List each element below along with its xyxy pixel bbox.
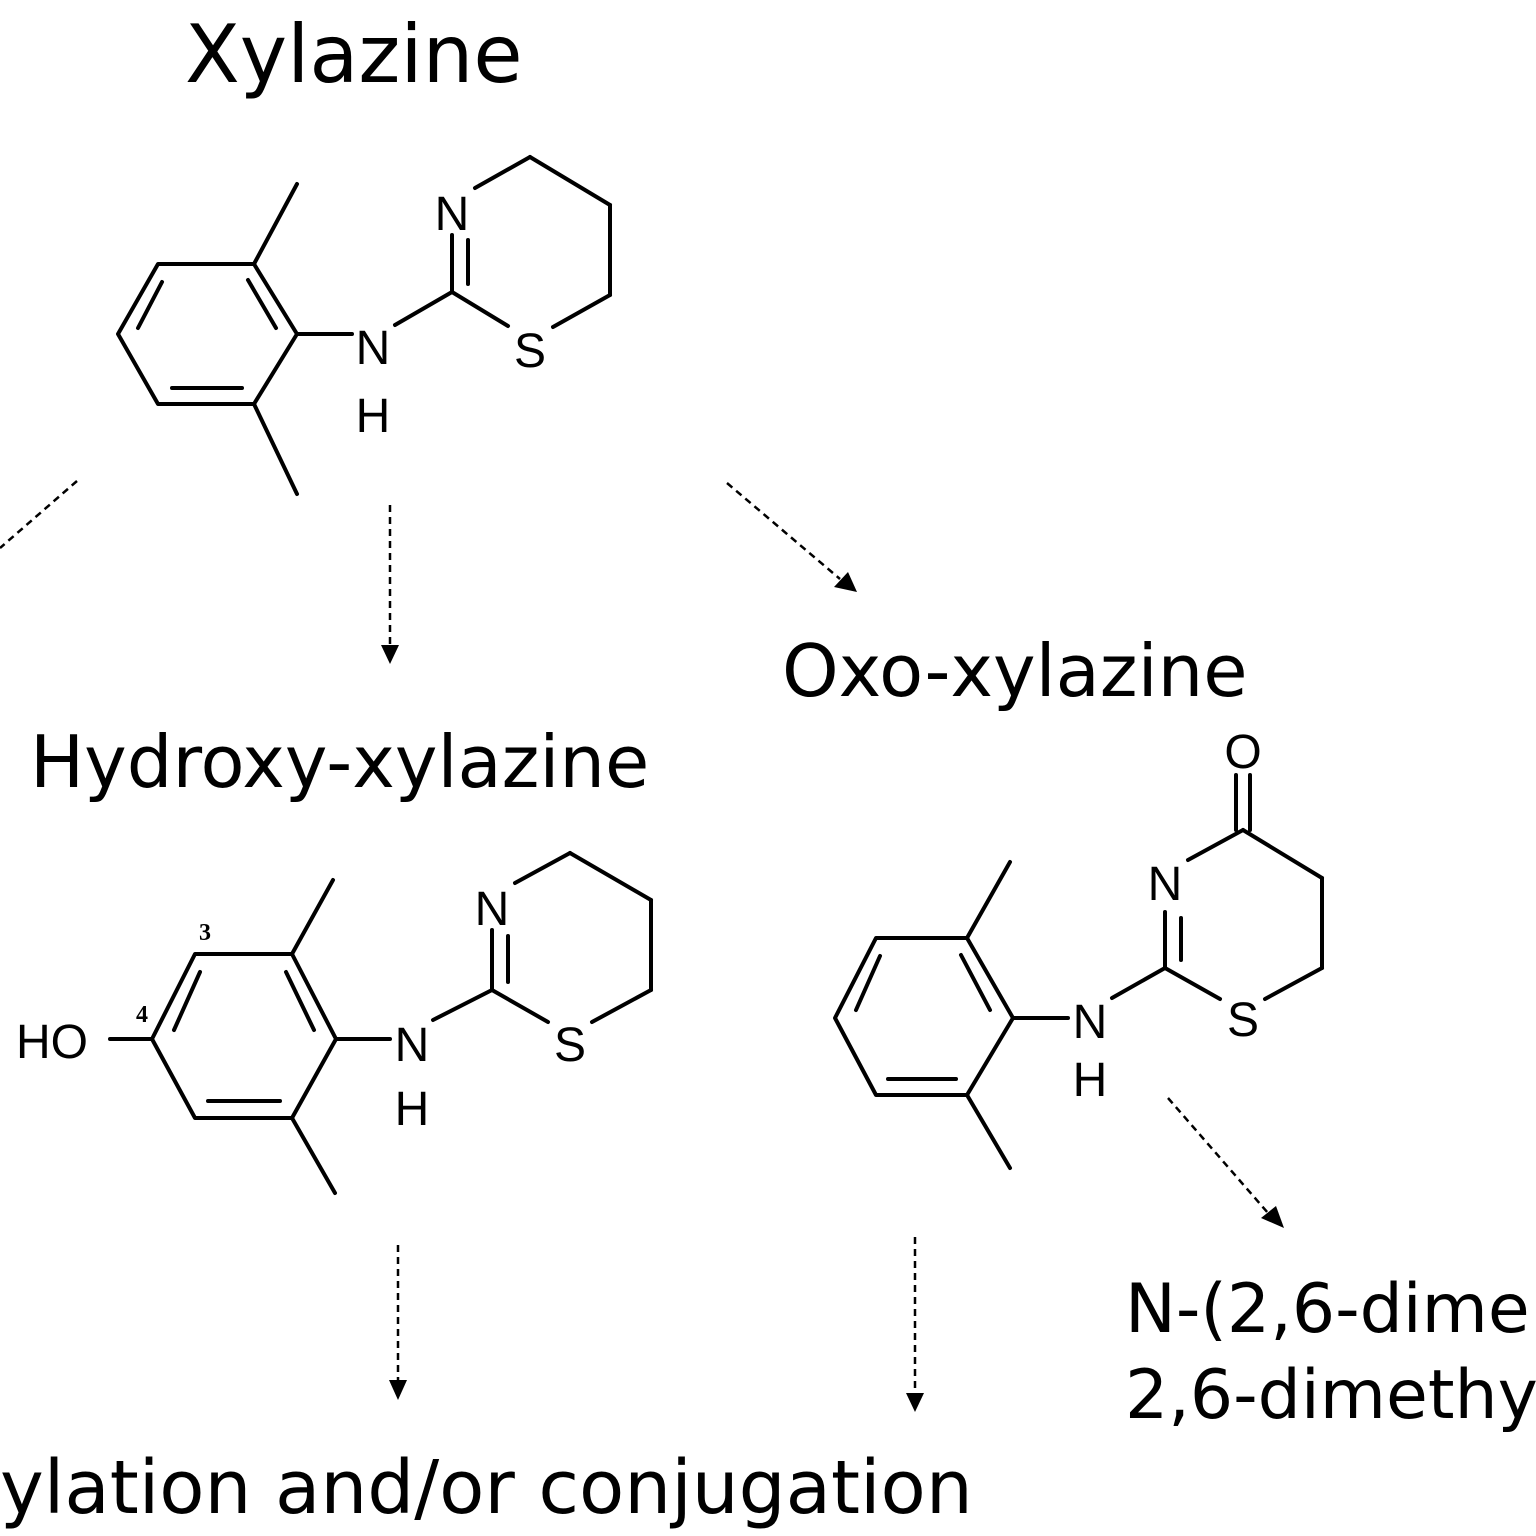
reaction-arrows (0, 480, 1284, 1412)
position-3-label: 3 (199, 920, 211, 946)
dimethylphenyl-label-line2: 2,6-dimethy (1125, 1356, 1536, 1435)
oxo-ring-bond (1163, 966, 1222, 1001)
xylazine-ring-bond (551, 293, 612, 329)
position-4-label: 4 (136, 1002, 148, 1028)
oxo-s-atom: S (1227, 994, 1259, 1047)
oxo-ring-bond (1263, 966, 1324, 1001)
xylazine-methyl-bottom (252, 402, 299, 496)
xylazine-n-atom: N (356, 322, 391, 375)
xylazine-nh-c-bond (393, 290, 454, 327)
oxo-n-atom: N (1073, 996, 1108, 1049)
hydroxy-ring-bond (590, 988, 653, 1024)
hydroxy-ring-n-atom: N (475, 883, 510, 936)
oxo-ring-bond (1186, 828, 1245, 862)
xylazine-h-atom: H (356, 390, 391, 443)
hydroxy-nh-c-bond (431, 988, 494, 1022)
oxo-methyl-top (965, 860, 1012, 940)
hydroxy-xylazine-title: Hydroxy-xylazine (30, 720, 649, 804)
oxo-ring-n-atom: N (1148, 858, 1183, 911)
oxo-o-atom: O (1224, 726, 1261, 779)
oxo-benzene-ring (833, 936, 1015, 1097)
oxo-methyl-bottom (965, 1093, 1012, 1170)
hydroxy-ring-bond (513, 851, 572, 885)
dimethylphenyl-label-line1: N-(2,6-dime (1125, 1270, 1530, 1349)
arrow-xylazine-to-oxo (726, 482, 841, 580)
hydroxy-methyl-bottom (290, 1116, 337, 1195)
arrow-head (389, 1380, 407, 1400)
oxo-ring-bond (1241, 828, 1324, 880)
hydroxy-h-atom: H (395, 1083, 430, 1136)
arrow-head (1261, 1206, 1284, 1228)
arrow-head (834, 572, 857, 592)
arrow-head (906, 1393, 924, 1412)
oxo-nh-c-bond (1110, 966, 1167, 1000)
xylazine-ring-bond (528, 155, 612, 207)
hydroxy-s-atom: S (554, 1019, 586, 1072)
hydroxy-ring-bond (568, 851, 653, 902)
hydroxy-ho-label: HO (16, 1016, 88, 1069)
xylazine-ring-n-atom: N (435, 188, 470, 241)
xylazine-benzene-ring (116, 262, 299, 406)
hydroxy-xylazine-structure: HO 3 4 N H N S (16, 851, 653, 1195)
oxo-double-bond (854, 954, 882, 1012)
xylazine-ring-bond (473, 155, 532, 190)
hydroxy-methyl-top (290, 878, 335, 956)
xylazine-s-atom: S (514, 325, 546, 378)
xylazine-structure: N H N S (116, 155, 612, 496)
hydroxy-double-bond (284, 970, 316, 1032)
arrow-oxo-to-dimethylphenyl (1167, 1097, 1269, 1214)
oxo-double-bond (959, 953, 992, 1012)
hydroxy-n-atom: N (395, 1019, 430, 1072)
arrow-to-left-offscreen (0, 480, 78, 549)
xylazine-double-bond (246, 278, 278, 330)
oxo-xylazine-structure: N H N O S (833, 726, 1324, 1170)
xylazine-double-bond (136, 280, 164, 330)
conjugation-label: ylation and/or conjugation (0, 1445, 973, 1531)
oxo-xylazine-title: Oxo-xylazine (782, 629, 1248, 713)
hydroxy-double-bond (172, 970, 202, 1032)
arrow-head (381, 645, 399, 664)
hydroxy-ring-bond (490, 988, 550, 1024)
xylazine-ring-bond (450, 290, 510, 328)
xylazine-title: Xylazine (185, 8, 523, 101)
xylazine-methyl-top (252, 182, 299, 266)
hydroxy-benzene-ring (150, 952, 338, 1120)
oxo-h-atom: H (1073, 1054, 1108, 1107)
